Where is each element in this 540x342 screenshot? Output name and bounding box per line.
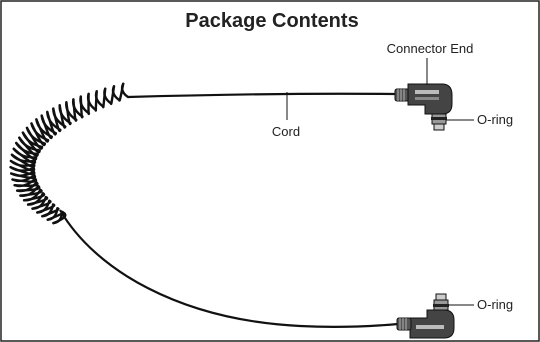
connector-end-label: Connector End <box>387 41 474 56</box>
cord-label: Cord <box>272 124 300 139</box>
o-ring-top-label: O-ring <box>477 112 513 127</box>
cord-bottom-segment <box>59 209 399 328</box>
connector-end-top <box>394 83 453 131</box>
cord-top-segment <box>127 92 396 99</box>
coil-loop-back <box>94 90 98 112</box>
o-ring-bottom-label: O-ring <box>477 297 513 312</box>
figure-title: Package Contents <box>185 10 358 32</box>
connector-end-bottom <box>396 293 455 339</box>
coiled-cord <box>9 82 130 225</box>
